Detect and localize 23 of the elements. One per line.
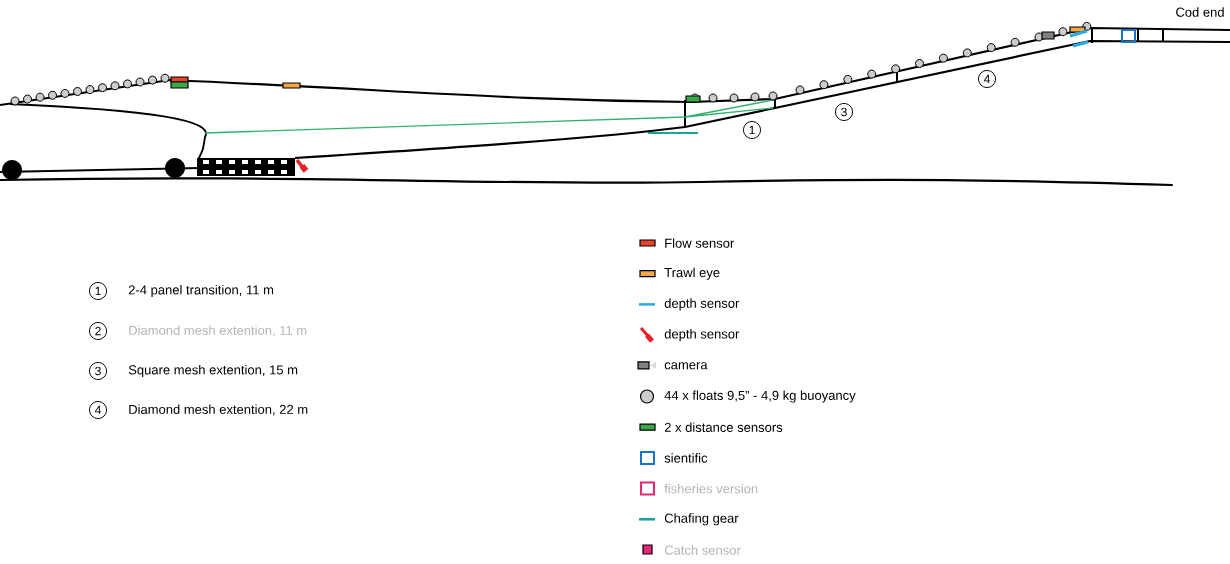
legend-text: 44 x floats 9,5” - 4,9 kg buoyancy: [664, 390, 856, 403]
callout-number: 3: [89, 362, 107, 380]
callout-number: 1: [89, 282, 107, 300]
callout-number: 3: [835, 103, 853, 121]
legend-text: depth sensor: [664, 329, 740, 342]
callout-number: 4: [89, 401, 107, 419]
legend-text: sientific: [664, 453, 708, 463]
legend-text: camera: [664, 362, 708, 370]
callout-number: 4: [978, 70, 996, 88]
key-text: Square mesh extention, 15 m: [128, 364, 298, 378]
legend-text: Chafing gear: [664, 513, 739, 526]
key-text: Diamond mesh extention, 11 m: [129, 325, 307, 337]
part-label: Cod end: [1176, 7, 1224, 17]
legend-text: Catch sensor: [664, 545, 741, 555]
callout-number: 2: [89, 322, 107, 340]
legend-text: Trawl eye: [664, 267, 720, 280]
key-text: Diamond mesh extention, 22 m: [129, 404, 308, 416]
legend-text: Flow sensor: [665, 238, 735, 248]
legend-text: 2 x distance sensors: [664, 422, 783, 432]
legend-text: fisheries version: [664, 483, 758, 494]
legend-text: depth sensor: [664, 298, 740, 311]
key-text: 2-4 panel transition, 11 m: [128, 284, 274, 298]
callout-number: 1: [743, 121, 761, 139]
